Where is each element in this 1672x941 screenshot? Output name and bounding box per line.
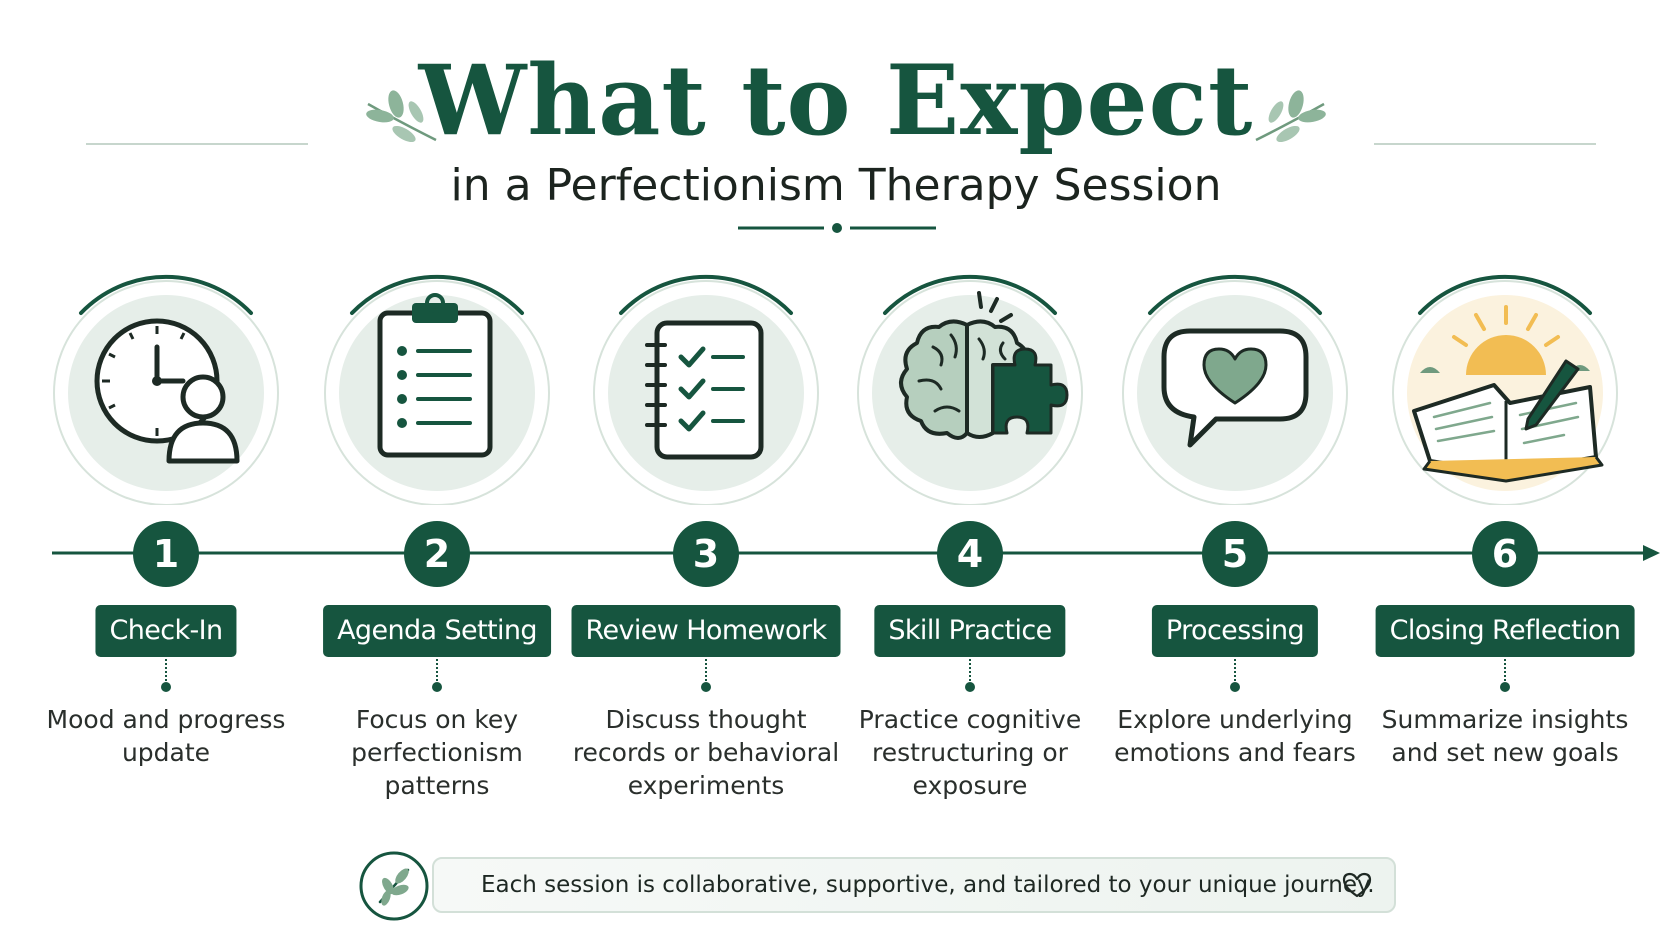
step-closing-reflection: 6 Closing Reflection Summarize insights … [1360,265,1650,865]
left-sprig-icon [366,90,437,143]
page-title: What to Expect [418,44,1254,157]
step-number: 6 [1472,521,1538,587]
leaf-icon [359,851,429,921]
step-number: 5 [1202,521,1268,587]
step-description: Explore underlying emotions and fears [1114,705,1356,767]
step-label: Check-In [95,605,237,657]
checklist-notebook-icon [593,274,819,505]
connector-dot [965,682,975,692]
step-description: Summarize insights and set new goals [1381,705,1629,767]
clock-person-icon [53,274,279,505]
connector-line [165,659,167,685]
step-label: Processing [1151,605,1319,657]
connector-line [969,659,971,685]
connector-dot [432,682,442,692]
step-review-homework: 3 Review Homework Discuss thought record… [561,265,851,865]
step-label: Skill Practice [874,605,1066,657]
brain-puzzle-icon [857,274,1083,505]
step-label: Closing Reflection [1375,605,1635,657]
connector-line [436,659,438,685]
step-label: Agenda Setting [323,605,551,657]
connector-dot [1230,682,1240,692]
step-agenda-setting: 2 Agenda Setting Focus on key perfection… [292,265,582,865]
footer-banner: Each session is collaborative, supportiv… [432,857,1396,913]
clipboard-icon [324,274,550,505]
title-divider [738,223,936,233]
step-description: Focus on key perfectionism patterns [351,705,523,800]
journal-sunrise-icon [1392,274,1618,505]
connector-dot [161,682,171,692]
footer-text: Each session is collaborative, supportiv… [481,872,1375,898]
right-sprig-icon [1255,90,1326,143]
step-number: 3 [673,521,739,587]
step-description: Mood and progress update [46,705,286,767]
step-check-in: 1 Check-In Mood and progress update [21,265,311,865]
step-number: 1 [133,521,199,587]
step-label: Review Homework [571,605,841,657]
connector-line [705,659,707,685]
step-skill-practice: 4 Skill Practice Practice cognitive rest… [825,265,1115,865]
step-number: 4 [937,521,1003,587]
heart-speech-bubble-icon [1122,274,1348,505]
connector-line [1504,659,1506,685]
page-subtitle: in a Perfectionism Therapy Session [450,160,1222,211]
connector-line [1234,659,1236,685]
left-decorative-line [86,143,308,145]
right-decorative-line [1374,143,1596,145]
step-processing: 5 Processing Explore underlying emotions… [1090,265,1380,865]
step-description: Discuss thought records or behavioral ex… [572,705,840,800]
step-description: Practice cognitive restructuring or expo… [858,705,1082,800]
connector-dot [701,682,711,692]
connector-dot [1500,682,1510,692]
heart-outline-icon [1342,872,1372,898]
step-number: 2 [404,521,470,587]
